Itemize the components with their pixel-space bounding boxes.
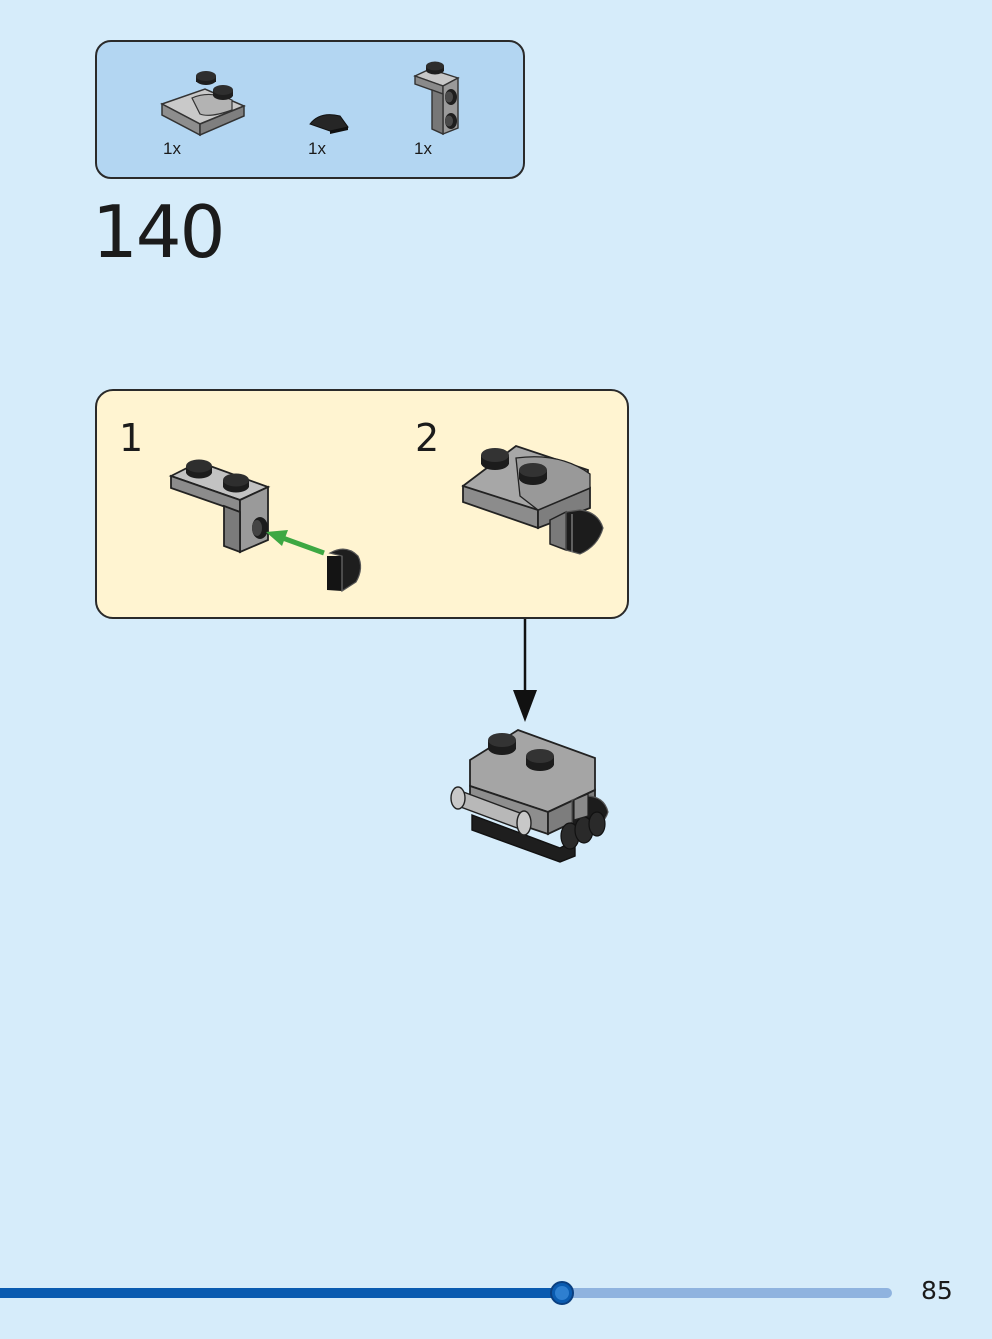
- page-number: 85: [921, 1276, 953, 1305]
- sub-step-label-1: 1: [119, 416, 144, 460]
- sub-step-box: 1 2: [95, 389, 629, 619]
- progress-marker: [550, 1281, 574, 1305]
- step-number: 140: [92, 190, 225, 274]
- part-quantity-2: 1x: [308, 139, 326, 158]
- part-quantity-1: 1x: [163, 139, 181, 158]
- progress-fill: [0, 1288, 562, 1298]
- result-model-illustration: [450, 729, 609, 863]
- result-arrowhead: [513, 690, 537, 722]
- sub-step-label-2: 2: [415, 416, 440, 460]
- part-quantity-3: 1x: [414, 139, 432, 158]
